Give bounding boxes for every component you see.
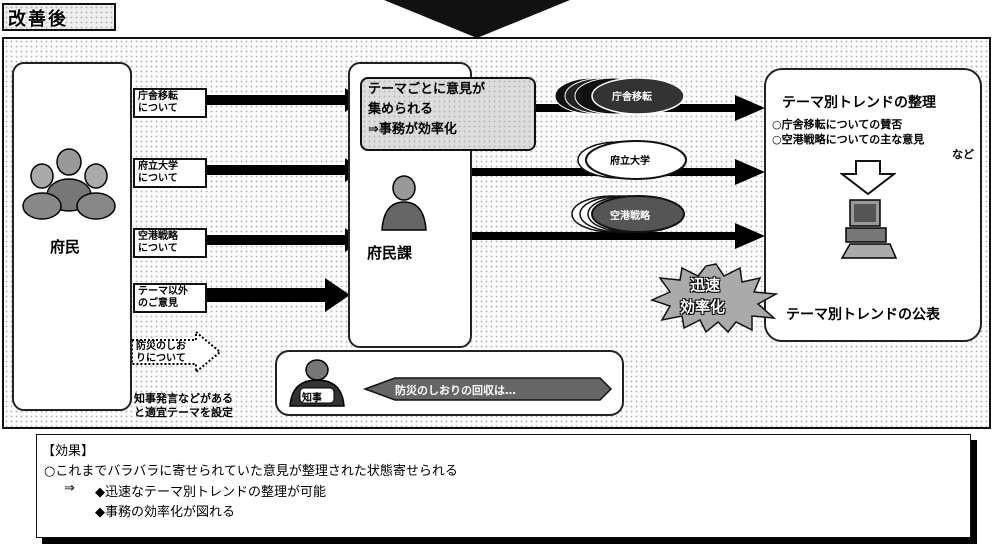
burst-line-2: 効率化 [680, 298, 726, 316]
topic-tag-university: 府立大学 について [133, 158, 207, 188]
stack-university [577, 140, 687, 180]
arrow-head-7 [735, 223, 765, 249]
effects-box [36, 434, 971, 538]
starburst-badge [649, 263, 779, 334]
stack-relocation-label: 庁舎移転 [612, 92, 652, 103]
computer-icon [840, 199, 898, 259]
section-title: 改善後 [8, 9, 68, 30]
trend-item-1: ○庁舎移転についての賛否 [772, 118, 903, 131]
stack-university-label: 府立大学 [610, 156, 650, 167]
stack-airport [571, 195, 685, 233]
effects-item-2: ◆事務の効率化が図れる [95, 505, 235, 520]
theme-note: 知事発言などがある と適宜テーマを設定 [134, 392, 233, 419]
governor-banner: 防災のしおりの回収は… [395, 384, 516, 397]
section-title-tag [2, 3, 116, 31]
effects-line-1: ○これまでバラバラに寄せられていた意見が整理された状態寄せられる [44, 464, 458, 479]
arrow-shaft-7 [470, 232, 735, 240]
arrow-shaft-1 [205, 95, 345, 105]
arrow-shaft-3 [205, 235, 345, 245]
dept-bubble-text: テーマごとに意見が 集められる ⇒事務が効率化 [368, 82, 486, 137]
stack-airport-label: 空港戦略 [610, 211, 650, 222]
dept-bubble [360, 77, 536, 151]
trend-item-2: ○空港戦略についての主な意見 [772, 133, 925, 146]
effects-item-1: ◆迅速なテーマ別トレンドの整理が可能 [95, 485, 326, 500]
down-arrow [384, 0, 570, 38]
topic-tag-airport: 空港戦略 について [133, 228, 207, 258]
stack-relocation [554, 77, 685, 115]
citizens-box [12, 62, 132, 411]
effects-arrow: ⇒ [64, 481, 75, 496]
citizens-label: 府民 [50, 238, 81, 256]
effects-heading: 【効果】 [42, 444, 95, 459]
people-icon [22, 148, 116, 220]
staff-icon [381, 175, 427, 231]
topic-tag-relocation: 庁舎移転 について [133, 88, 207, 118]
trend-etc: など [952, 148, 974, 161]
topic-tag-other: テーマ以外 のご意見 [133, 283, 207, 313]
governor-icon [289, 359, 345, 407]
arrow-head-4 [325, 278, 350, 312]
topic-tag-disaster: 防災のしお りについて [136, 341, 186, 364]
dotted-arrow [131, 329, 222, 375]
arrow-shaft-2 [205, 165, 345, 175]
governor-label: 知事 [302, 393, 322, 404]
trend-title: テーマ別トレンドの整理 [782, 95, 936, 111]
burst-line-1: 迅速 [690, 276, 721, 294]
dept-label: 府民課 [367, 244, 413, 262]
arrow-shaft-4 [205, 288, 325, 302]
arrow-head-6 [735, 159, 765, 185]
governor-banner-shape [362, 377, 613, 401]
down-hollow-arrow [840, 160, 896, 196]
trend-publish: テーマ別トレンドの公表 [786, 307, 940, 323]
arrow-head-5 [735, 95, 765, 121]
